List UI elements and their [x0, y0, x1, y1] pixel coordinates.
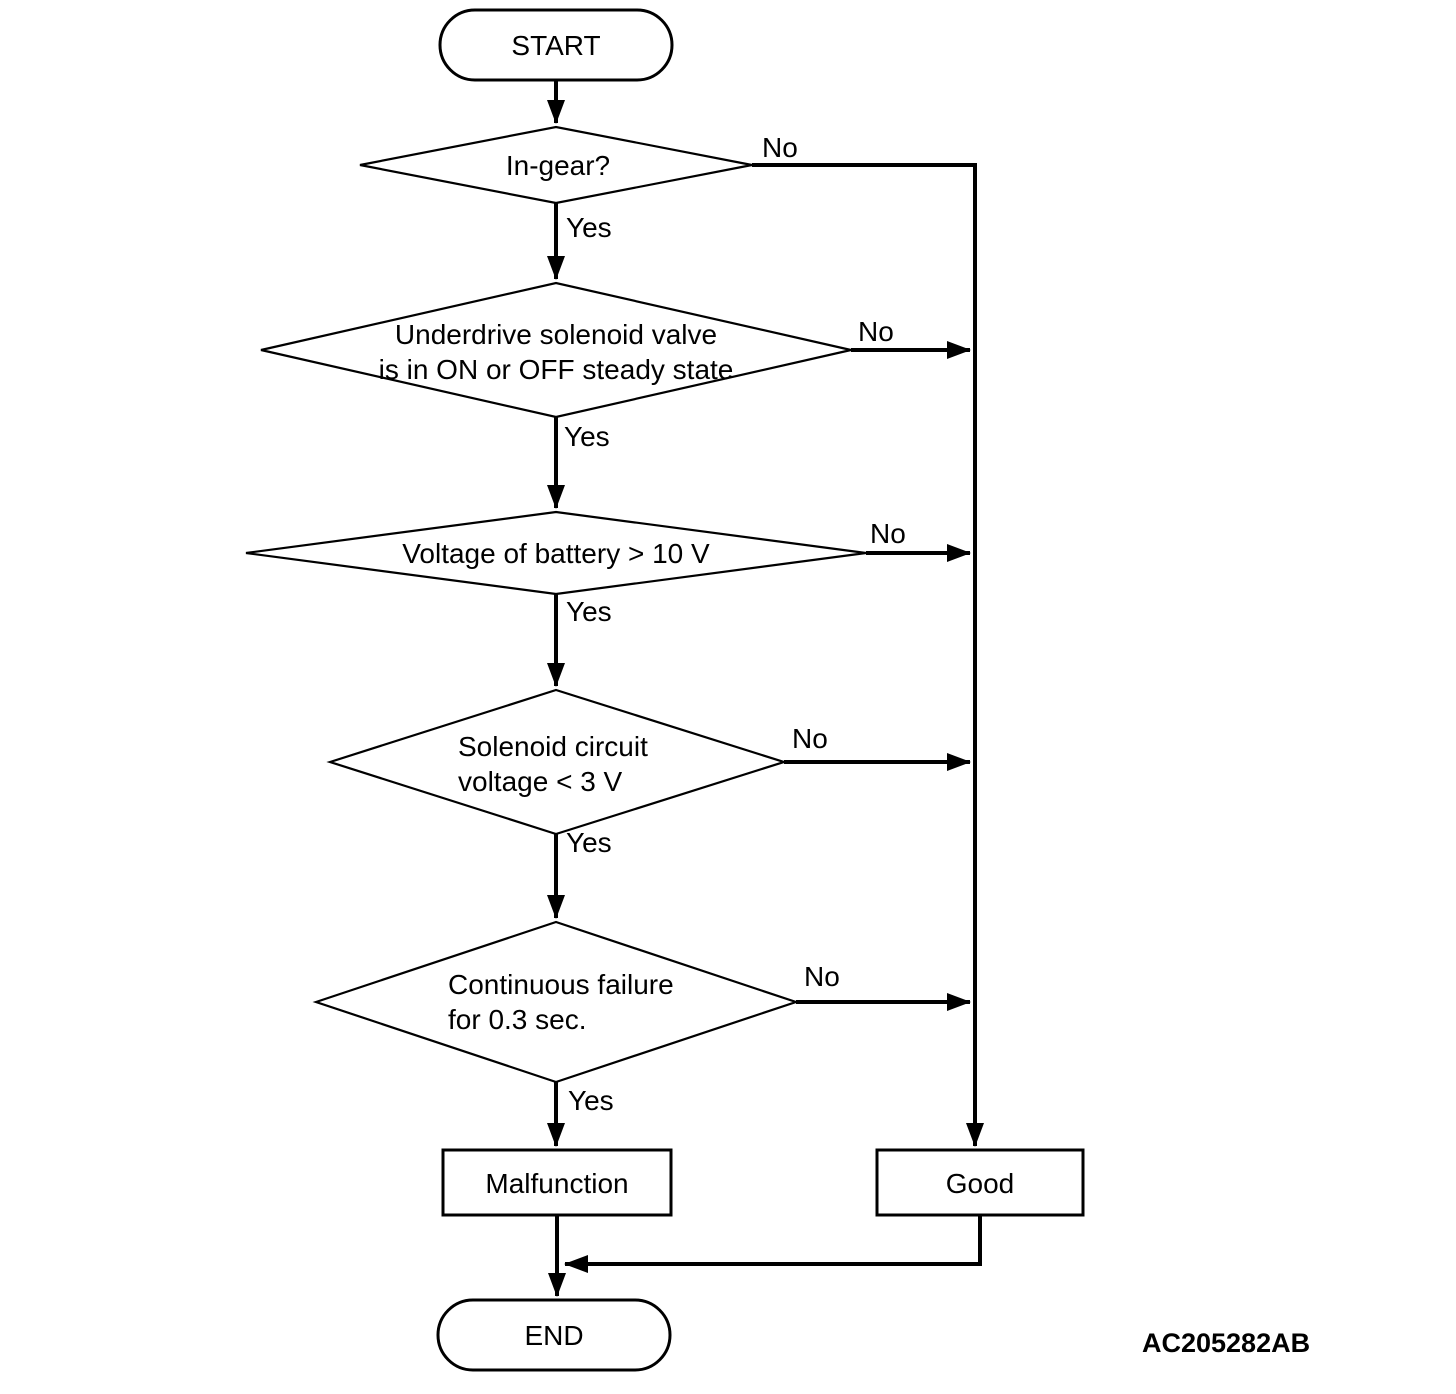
continuous-failure-text-line1: Continuous failure — [448, 969, 674, 1000]
ingear-diamond — [359, 125, 753, 205]
solenoid-circuit-text-line2: voltage < 3 V — [458, 766, 623, 797]
node-start: START — [438, 8, 674, 82]
underdrive-text-line1: Underdrive solenoid valve — [395, 319, 717, 350]
end-shape — [436, 1298, 672, 1372]
good-box — [875, 1148, 1085, 1217]
underdrive-yes-label: Yes — [564, 421, 610, 452]
continuous-failure-diamond — [312, 920, 800, 1084]
battery-text: Voltage of battery > 10 V — [402, 538, 710, 569]
arrow-good-to-merge — [564, 1215, 982, 1273]
flow-connectors — [547, 80, 984, 1297]
malfunction-box — [441, 1148, 673, 1217]
battery-no-label: No — [870, 518, 906, 549]
ingear-yes-label: Yes — [566, 212, 612, 243]
node-decision-ingear: In-gear? No Yes — [359, 125, 798, 243]
figure-code: AC205282AB — [1142, 1328, 1310, 1358]
battery-diamond — [245, 510, 867, 596]
node-end: END — [436, 1298, 672, 1372]
underdrive-text-line2: is in ON or OFF steady state — [379, 354, 734, 385]
arrow-no-trunk-to-good — [752, 163, 984, 1147]
good-label: Good — [946, 1168, 1015, 1199]
continuous-failure-yes-label: Yes — [568, 1085, 614, 1116]
node-decision-solenoid-circuit: Solenoid circuit voltage < 3 V No Yes — [326, 688, 828, 858]
malfunction-label: Malfunction — [485, 1168, 628, 1199]
ingear-text: In-gear? — [506, 150, 610, 181]
node-decision-underdrive: Underdrive solenoid valve is in ON or OF… — [260, 281, 894, 452]
ingear-no-label: No — [762, 132, 798, 163]
start-label: START — [511, 30, 600, 61]
underdrive-no-label: No — [858, 316, 894, 347]
continuous-failure-no-label: No — [804, 961, 840, 992]
battery-yes-label: Yes — [566, 596, 612, 627]
solenoid-circuit-no-label: No — [792, 723, 828, 754]
node-malfunction: Malfunction — [441, 1148, 673, 1217]
solenoid-circuit-diamond — [326, 688, 788, 836]
solenoid-circuit-yes-label: Yes — [566, 827, 612, 858]
node-good: Good — [875, 1148, 1085, 1217]
solenoid-circuit-text-line1: Solenoid circuit — [458, 731, 648, 762]
node-decision-continuous-failure: Continuous failure for 0.3 sec. No Yes — [312, 920, 840, 1116]
node-decision-battery: Voltage of battery > 10 V No Yes — [245, 510, 906, 627]
continuous-failure-text-line2: for 0.3 sec. — [448, 1004, 587, 1035]
underdrive-diamond — [260, 281, 852, 419]
start-shape — [438, 8, 674, 82]
end-label: END — [524, 1320, 583, 1351]
